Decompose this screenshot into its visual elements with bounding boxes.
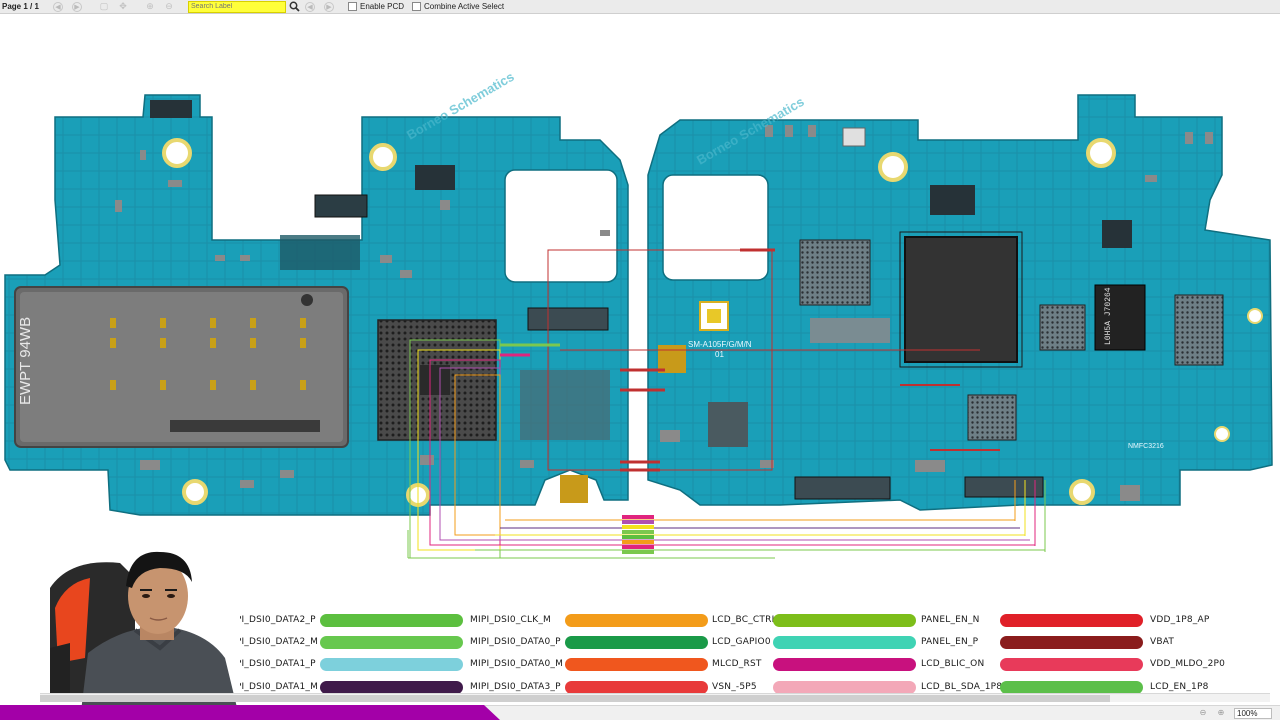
scrollbar-thumb[interactable] — [40, 695, 1110, 702]
legend-color-swatch[interactable] — [565, 614, 708, 627]
move-icon: ✥ — [119, 1, 127, 11]
legend-color-swatch[interactable] — [565, 658, 708, 671]
pmic-bga-chip[interactable] — [799, 239, 871, 306]
legend-net-label[interactable]: LCD_GAPIO0 — [712, 637, 771, 647]
legend-net-label[interactable]: LCD_BL_SDA_1P8 — [921, 682, 1003, 692]
select-tool-button[interactable]: ▢ — [96, 1, 112, 13]
legend-color-swatch[interactable] — [1000, 636, 1143, 649]
legend-net-label[interactable]: VDD_1P8_AP — [1150, 615, 1210, 625]
chip-marking: L0H5A J70264 — [1104, 287, 1113, 345]
rf-transceiver-chip[interactable] — [1094, 284, 1146, 351]
legend-net-label[interactable]: PANEL_EN_N — [921, 615, 980, 625]
legend-net-label[interactable]: MIPI_DSI0_DATA0_P — [470, 637, 561, 647]
legend-color-swatch[interactable] — [1000, 681, 1143, 694]
legend-net-label[interactable]: LCD_BLIC_ON — [921, 659, 985, 669]
legend-color-swatch[interactable] — [773, 658, 916, 671]
legend-color-swatch[interactable] — [1000, 614, 1143, 627]
legend-net-label[interactable]: LCD_EN_1P8 — [1150, 682, 1209, 692]
horizontal-scrollbar[interactable] — [40, 693, 1270, 702]
enable-pcd-label: Enable PCD — [360, 2, 405, 11]
search-label-input[interactable] — [188, 0, 286, 13]
combine-active-select-checkbox[interactable]: Combine Active Select — [412, 2, 504, 11]
net-junction-marker — [622, 515, 654, 554]
net-highlight-lines — [407, 248, 1046, 559]
pcb-board-view[interactable]: EWPT 94WB Borneo Schematics — [0, 15, 1280, 595]
board-model-marking: SM-A105F/G/M/N — [688, 340, 752, 349]
zoom-out-small-button[interactable]: ⊖ — [1199, 708, 1207, 717]
legend-net-label[interactable]: MIPI_DSI0_DATA3_P — [470, 682, 561, 692]
arrow-right-icon: ▶ — [72, 1, 82, 12]
legend-color-swatch[interactable] — [320, 614, 463, 627]
select-icon: ▢ — [99, 1, 109, 11]
pan-tool-button[interactable]: ✥ — [115, 1, 131, 13]
arrow-left-icon: ◀ — [53, 1, 63, 12]
zoom-in-button[interactable]: ⊕ — [142, 1, 158, 13]
legend-color-swatch[interactable] — [565, 636, 708, 649]
legend-net-label[interactable]: MIPI_DSI0_DATA1_P — [225, 659, 316, 669]
legend-color-swatch[interactable] — [565, 681, 708, 694]
legend-color-swatch[interactable] — [320, 658, 463, 671]
search-next-button[interactable]: ▶ — [321, 1, 337, 13]
legend-color-swatch[interactable] — [773, 614, 916, 627]
legend-net-label[interactable]: PANEL_EN_P — [921, 637, 979, 647]
search-icon — [289, 1, 300, 12]
prev-page-button[interactable]: ◀ — [50, 1, 66, 13]
zoom-in-icon: ⊕ — [146, 1, 154, 11]
right-board[interactable]: L0H5A J70264 SM-A105F/G/M/N 01 NMFC3216 … — [647, 94, 1273, 511]
zoom-level-select[interactable]: 100% — [1234, 708, 1272, 719]
video-progress-bar — [0, 705, 500, 720]
zoom-out-icon: ⊖ — [165, 1, 173, 11]
chevron-left-icon: ◀ — [305, 1, 315, 12]
legend-net-label[interactable]: MLCD_RST — [712, 659, 762, 669]
legend-net-label[interactable]: MIPI_DSI0_CLK_M — [470, 615, 551, 625]
legend-net-label[interactable]: MIPI_DSI0_DATA0_M — [470, 659, 564, 669]
chevron-right-icon: ▶ — [324, 1, 334, 12]
zoom-in-small-button[interactable]: ⊕ — [1217, 708, 1225, 717]
legend-net-label[interactable]: MIPI_DSI0_DATA2_M — [225, 637, 319, 647]
pcb-canvas[interactable]: EWPT 94WB Borneo Schematics — [0, 15, 1280, 595]
zoom-out-button[interactable]: ⊖ — [161, 1, 177, 13]
legend-net-label[interactable]: MIPI_DSI0_DATA1_M — [225, 682, 319, 692]
page-indicator: Page 1 / 1 — [2, 2, 39, 11]
emmc-memory-chip[interactable] — [904, 236, 1018, 363]
legend-color-swatch[interactable] — [320, 681, 463, 694]
legend-color-swatch[interactable] — [773, 636, 916, 649]
sim-tray-marking: EWPT 94WB — [17, 317, 34, 405]
net-legend: MIPI_DSI0_DATA2_P MIPI_DSI0_DATA2_M MIPI_D… — [0, 606, 1280, 694]
board-revision-marking: 01 — [715, 350, 724, 359]
legend-net-label[interactable]: MIPI_DSI0_DATA2_P — [225, 615, 316, 625]
legend-color-swatch[interactable] — [320, 636, 463, 649]
checkbox-icon — [348, 2, 357, 11]
search-prev-button[interactable]: ◀ — [302, 1, 318, 13]
legend-net-label[interactable]: VDD_MLDO_2P0 — [1150, 659, 1226, 669]
combine-active-select-label: Combine Active Select — [424, 2, 505, 11]
next-page-button[interactable]: ▶ — [69, 1, 85, 13]
legend-net-label[interactable]: LCD_BC_CTRL — [712, 615, 777, 625]
viewer-toolbar: Page 1 / 1 ◀ ▶ ▢ ✥ ⊕ ⊖ ◀ ▶ Enable PCD Co… — [0, 0, 1280, 14]
legend-net-label[interactable]: VSN_-5P5 — [712, 682, 757, 692]
enable-pcd-checkbox[interactable]: Enable PCD — [348, 2, 404, 11]
board-marking-right: NMFC3216 — [1128, 443, 1164, 450]
legend-color-swatch[interactable] — [1000, 658, 1143, 671]
checkbox-icon — [412, 2, 422, 11]
legend-color-swatch[interactable] — [773, 681, 916, 694]
search-button[interactable] — [286, 1, 302, 13]
left-board[interactable]: EWPT 94WB Borneo Schematics — [4, 69, 629, 516]
legend-net-label[interactable]: VBAT — [1150, 637, 1175, 647]
